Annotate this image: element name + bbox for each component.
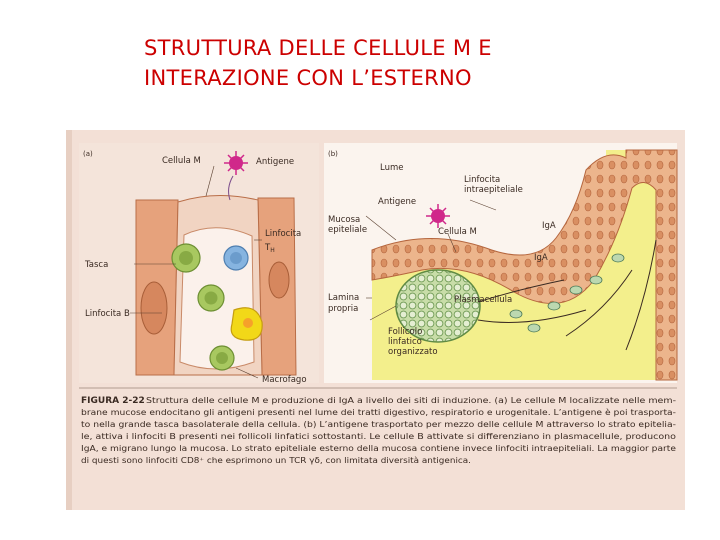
- label-cellula-m-b: Cellula M: [438, 227, 477, 237]
- label-iga-1: IgA: [542, 221, 556, 231]
- label-macrofago: Macrofago: [262, 375, 307, 385]
- label-cellula-m: Cellula M: [162, 156, 201, 166]
- caption-title: FIGURA 2-22: [81, 396, 145, 406]
- label-lamina-1: Lamina: [328, 293, 359, 303]
- panel-b-tag: (b): [328, 150, 338, 158]
- lymphocyte-blue-icon: [223, 245, 249, 271]
- panel-b: (b): [324, 143, 678, 383]
- label-iga-2: IgA: [534, 253, 548, 263]
- caption-line-4: le, attiva i linfociti B presenti nei fo…: [81, 432, 676, 441]
- caption-line-5: IgA, e migrano lungo la mucosa. Lo strat…: [81, 444, 676, 453]
- caption-line-3: to nella grande tasca basolaterale della…: [81, 420, 676, 429]
- textbook-figure: (a): [66, 130, 685, 510]
- slide-title: STRUTTURA DELLE CELLULE M E INTERAZIONE …: [144, 33, 644, 93]
- label-linfocita-b: Linfocita B: [85, 309, 130, 319]
- label-linfocita-th: Linfocita: [265, 229, 301, 239]
- label-follicolo-3: organizzato: [388, 347, 438, 357]
- panel-a: (a): [79, 143, 319, 385]
- label-antigene-a: Antigene: [256, 157, 294, 167]
- label-follicolo-1: Follicolo: [388, 327, 422, 337]
- label-lamina-2: propria: [328, 304, 358, 314]
- lymphocyte-th-icon: [171, 243, 201, 273]
- label-linfocita-intra-2: intraepiteliale: [464, 185, 523, 195]
- villus-epithelium: [371, 149, 678, 381]
- th-subscript: H: [270, 247, 275, 254]
- panel-a-tag: (a): [83, 150, 93, 158]
- macrophage-icon: [230, 307, 263, 341]
- caption-line-2: brane mucose endocitano gli antigeni pre…: [81, 408, 676, 417]
- label-lume: Lume: [380, 163, 403, 173]
- label-antigene-b: Antigene: [378, 197, 416, 207]
- label-tasca: Tasca: [84, 260, 108, 270]
- antigen-icon: [224, 151, 248, 175]
- th-symbol: T: [264, 243, 271, 253]
- label-th-symbol: TH: [264, 243, 275, 254]
- label-mucosa-2: epiteliale: [328, 225, 367, 235]
- migration-arrows: [477, 239, 657, 351]
- caption-line-6: di questi sono linfociti CD8⁺ che esprim…: [81, 456, 471, 465]
- label-mucosa-1: Mucosa: [328, 215, 360, 225]
- figure-caption: FIGURA 2-22 Struttura delle cellule M e …: [79, 387, 677, 465]
- antigen-b-icon: [426, 204, 450, 228]
- slide-title-line-1: STRUTTURA DELLE CELLULE M E: [144, 36, 492, 60]
- label-linfocita-intra-1: Linfocita: [464, 175, 500, 185]
- label-plasmacellula: Plasmacellula: [454, 295, 512, 305]
- lymphocyte-b-icon: [197, 284, 225, 312]
- label-follicolo-2: linfatico: [388, 337, 422, 347]
- slide-title-line-2: INTERAZIONE CON L’ESTERNO: [144, 66, 472, 90]
- caption-line-1: Struttura delle cellule M e produzione d…: [146, 396, 676, 405]
- lymphocyte-lower-icon: [209, 345, 235, 371]
